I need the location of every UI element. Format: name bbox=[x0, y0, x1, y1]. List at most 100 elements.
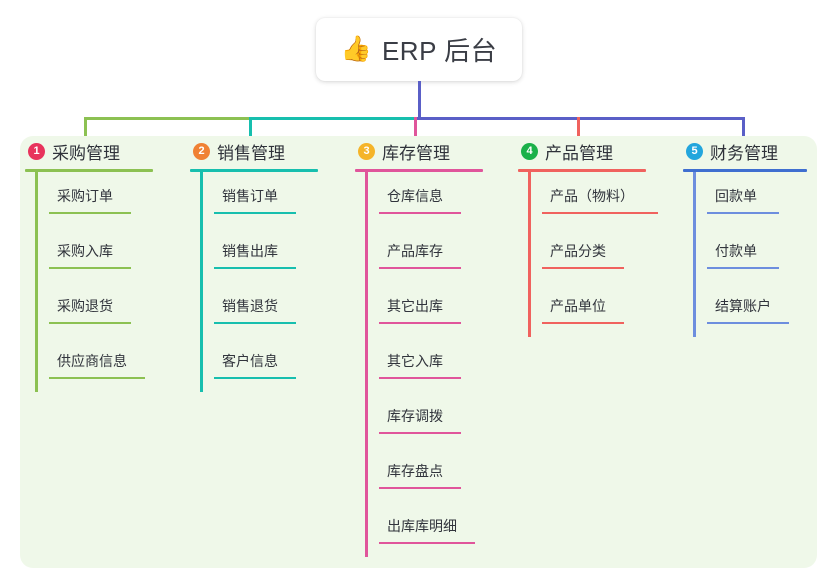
branch-header-3[interactable]: 3 库存管理 bbox=[355, 136, 483, 166]
branch-item[interactable]: 产品分类 bbox=[542, 227, 646, 282]
branch-header-rule bbox=[683, 169, 807, 172]
branch-item-label: 其它入库 bbox=[387, 353, 443, 369]
branch-item-rule bbox=[542, 267, 624, 269]
branch-item[interactable]: 其它入库 bbox=[379, 337, 483, 392]
branch-item-label: 采购入库 bbox=[57, 243, 113, 259]
branch-number-badge: 5 bbox=[686, 142, 703, 160]
branch-item-label: 产品单位 bbox=[550, 298, 606, 314]
branch-items: 采购订单采购入库采购退货供应商信息 bbox=[35, 172, 153, 392]
branch-item-label: 销售退货 bbox=[222, 298, 278, 314]
branch-header-1[interactable]: 1 采购管理 bbox=[25, 136, 153, 166]
branch-item-label: 回款单 bbox=[715, 188, 757, 204]
branch-item-rule bbox=[214, 212, 296, 214]
branch-item[interactable]: 产品单位 bbox=[542, 282, 646, 337]
branch-item-rule bbox=[379, 267, 461, 269]
branch-number-badge: 3 bbox=[358, 142, 375, 160]
branch-item-rule bbox=[214, 267, 296, 269]
branch-item[interactable]: 结算账户 bbox=[707, 282, 807, 337]
thumbs-up-icon: 👍 bbox=[340, 35, 372, 63]
branch-item[interactable]: 供应商信息 bbox=[49, 337, 153, 392]
branch-item-rule bbox=[707, 322, 789, 324]
branch-item-rule bbox=[542, 212, 658, 214]
branch-column-5: 5 财务管理回款单付款单结算账户 bbox=[683, 136, 807, 337]
branch-item[interactable]: 销售退货 bbox=[214, 282, 318, 337]
branch-number-badge: 1 bbox=[28, 142, 45, 160]
branch-drop-2 bbox=[249, 117, 252, 141]
branch-item[interactable]: 库存盘点 bbox=[379, 447, 483, 502]
branch-item-label: 库存调拨 bbox=[387, 408, 443, 424]
branch-header-rule bbox=[518, 169, 646, 172]
root-title: ERP 后台 bbox=[381, 36, 498, 66]
branch-title: 采购管理 bbox=[52, 143, 120, 163]
branch-item[interactable]: 采购退货 bbox=[49, 282, 153, 337]
branch-title: 财务管理 bbox=[710, 143, 778, 163]
branch-item-label: 供应商信息 bbox=[57, 353, 127, 369]
branch-item-rule bbox=[707, 267, 779, 269]
branch-item-rule bbox=[379, 432, 461, 434]
branch-item[interactable]: 付款单 bbox=[707, 227, 807, 282]
branch-item-rule bbox=[49, 212, 131, 214]
branch-item-rule bbox=[707, 212, 779, 214]
branch-item[interactable]: 销售出库 bbox=[214, 227, 318, 282]
branch-header-5[interactable]: 5 财务管理 bbox=[683, 136, 807, 166]
branch-item-label: 库存盘点 bbox=[387, 463, 443, 479]
branch-spine bbox=[200, 172, 203, 392]
branch-title: 产品管理 bbox=[545, 143, 613, 163]
branch-spine bbox=[693, 172, 696, 337]
branch-drop-4 bbox=[577, 117, 580, 141]
branch-items: 仓库信息产品库存其它出库其它入库库存调拨库存盘点出库库明细 bbox=[365, 172, 483, 557]
branch-items: 产品（物料） 产品分类产品单位 bbox=[528, 172, 658, 337]
branch-item-rule bbox=[379, 212, 461, 214]
branch-item-rule bbox=[379, 487, 461, 489]
branch-drop-1 bbox=[84, 117, 87, 141]
bus-segment-1 bbox=[84, 117, 251, 120]
branch-item[interactable]: 出库库明细 bbox=[379, 502, 483, 557]
branch-item-label: 采购订单 bbox=[57, 188, 113, 204]
branch-item-rule bbox=[49, 377, 145, 379]
bus-segment-2 bbox=[249, 117, 416, 120]
branch-title: 库存管理 bbox=[382, 143, 450, 163]
branch-header-rule bbox=[190, 169, 318, 172]
branch-spine bbox=[35, 172, 38, 392]
branch-header-rule bbox=[25, 169, 153, 172]
branch-item[interactable]: 其它出库 bbox=[379, 282, 483, 337]
branch-spine bbox=[528, 172, 531, 337]
branch-item[interactable]: 产品库存 bbox=[379, 227, 483, 282]
branch-item-label: 出库库明细 bbox=[387, 518, 457, 534]
branch-item[interactable]: 产品（物料） bbox=[542, 172, 658, 227]
branch-item-label: 结算账户 bbox=[715, 298, 771, 314]
branch-item-rule bbox=[49, 267, 131, 269]
root-node[interactable]: 👍 ERP 后台 bbox=[316, 18, 522, 81]
branch-drop-5 bbox=[742, 117, 745, 141]
branch-item[interactable]: 销售订单 bbox=[214, 172, 318, 227]
branch-number-badge: 2 bbox=[193, 142, 210, 160]
branch-item[interactable]: 客户信息 bbox=[214, 337, 318, 392]
branch-item-label: 销售订单 bbox=[222, 188, 278, 204]
branch-item-rule bbox=[542, 322, 624, 324]
branch-item-label: 其它出库 bbox=[387, 298, 443, 314]
branch-item[interactable]: 采购入库 bbox=[49, 227, 153, 282]
branch-item-label: 产品库存 bbox=[387, 243, 443, 259]
branch-item-rule bbox=[49, 322, 131, 324]
branch-item[interactable]: 库存调拨 bbox=[379, 392, 483, 447]
root-connector-stub bbox=[418, 81, 421, 118]
branch-item-label: 采购退货 bbox=[57, 298, 113, 314]
branch-item-rule bbox=[379, 542, 475, 544]
branch-item-label: 产品（物料） bbox=[550, 188, 634, 204]
branch-item-label: 客户信息 bbox=[222, 353, 278, 369]
branch-item-rule bbox=[379, 377, 461, 379]
branch-item-rule bbox=[379, 322, 461, 324]
branch-item-label: 付款单 bbox=[715, 243, 757, 259]
branch-header-rule bbox=[355, 169, 483, 172]
branch-item[interactable]: 仓库信息 bbox=[379, 172, 483, 227]
branch-items: 销售订单销售出库销售退货客户信息 bbox=[200, 172, 318, 392]
branch-item[interactable]: 采购订单 bbox=[49, 172, 153, 227]
branch-column-1: 1 采购管理采购订单采购入库采购退货供应商信息 bbox=[25, 136, 153, 392]
branch-item[interactable]: 回款单 bbox=[707, 172, 807, 227]
